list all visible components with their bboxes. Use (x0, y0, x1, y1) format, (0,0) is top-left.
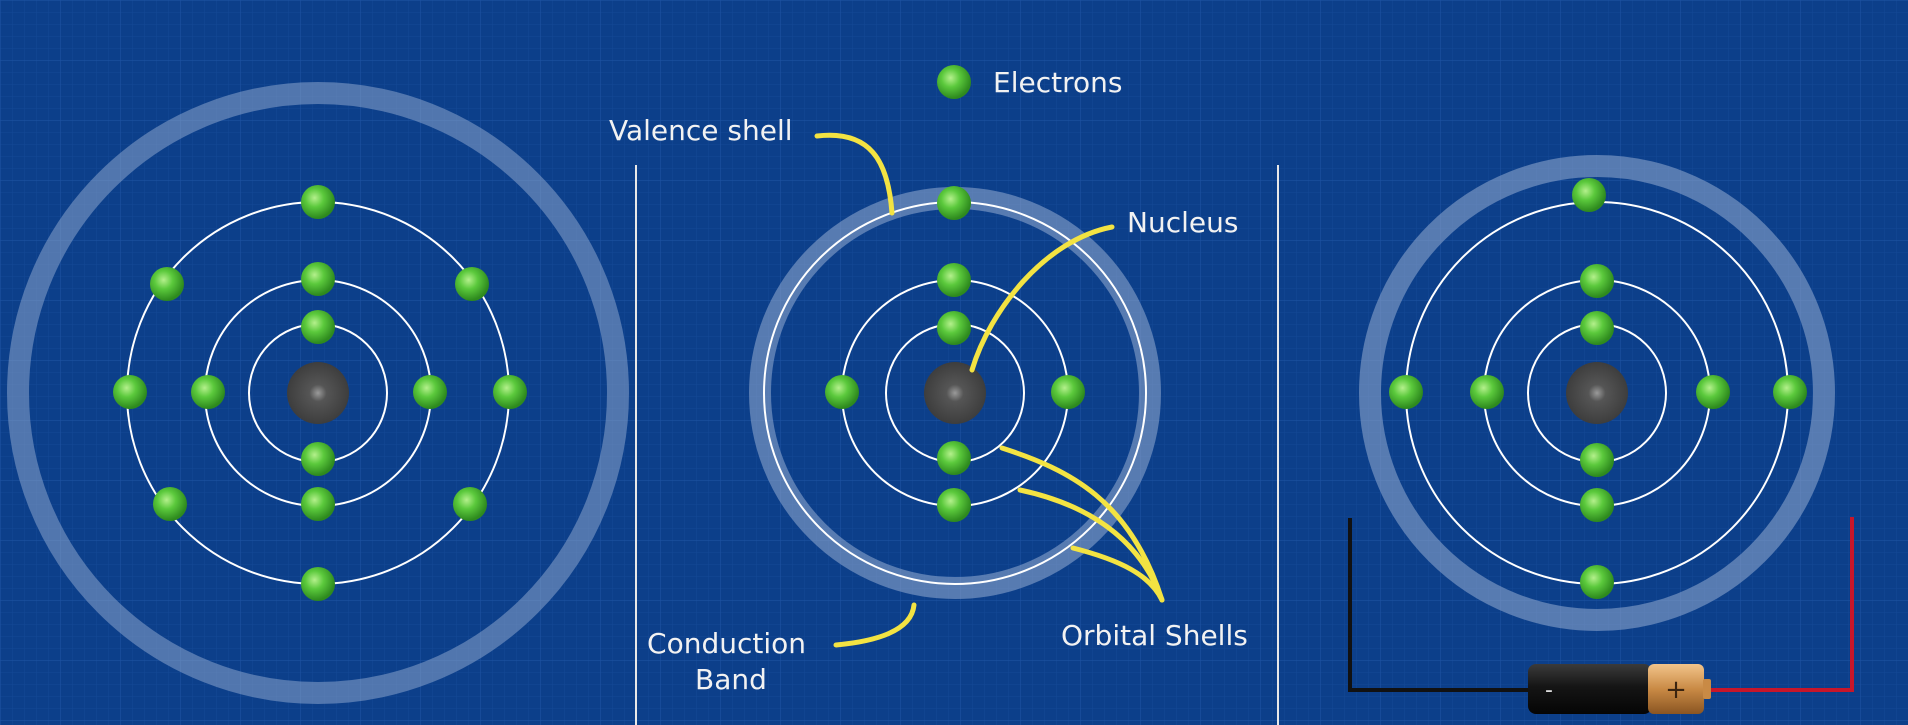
battery-body (1528, 664, 1652, 714)
electron (1580, 443, 1614, 477)
conduction-band-label-line2: Band (695, 663, 767, 696)
orbital-shell-pointer-1 (999, 445, 1165, 603)
electron (825, 375, 859, 409)
electron (1696, 375, 1730, 409)
electron (1580, 565, 1614, 599)
electron (150, 267, 184, 301)
electron (413, 375, 447, 409)
nucleus-pointer (969, 224, 1115, 373)
electron (301, 185, 335, 219)
annotation-pointers (814, 132, 1165, 648)
electron (1572, 178, 1606, 212)
nucleus-left (287, 362, 349, 424)
orbital-shell-pointer-3 (1070, 545, 1165, 603)
electron (1580, 264, 1614, 298)
legend-electron-icon (937, 65, 971, 99)
conduction-band-label-line1: Conduction (647, 627, 806, 660)
atom-right (1359, 155, 1835, 631)
electron (937, 263, 971, 297)
valence-shell-pointer (814, 132, 895, 216)
electron (301, 442, 335, 476)
nucleus-middle (924, 362, 986, 424)
conduction-band-left (7, 82, 629, 704)
electron (301, 567, 335, 601)
electron (301, 310, 335, 344)
electron (301, 487, 335, 521)
nucleus-label: Nucleus (1127, 206, 1238, 239)
electron (455, 267, 489, 301)
electron (153, 487, 187, 521)
electron (1389, 375, 1423, 409)
conduction-band-label: Conduction Band (647, 627, 815, 696)
wire-positive (1708, 517, 1854, 692)
electron (493, 375, 527, 409)
orbital-shells-label: Orbital Shells (1061, 619, 1248, 652)
electron (937, 441, 971, 475)
electron (1051, 375, 1085, 409)
electron (1580, 488, 1614, 522)
nucleus-right (1566, 362, 1628, 424)
electron (1773, 375, 1807, 409)
valence-shell-label: Valence shell (609, 114, 793, 147)
battery-cap (1648, 664, 1704, 714)
atom-left (7, 82, 629, 704)
electron (1580, 311, 1614, 345)
electron (937, 488, 971, 522)
electron (937, 186, 971, 220)
electron (453, 487, 487, 521)
conduction-band-right (1359, 155, 1835, 631)
wire-negative (1348, 518, 1535, 692)
battery-circuit: - + (1348, 517, 1854, 714)
battery-negative-sign: - (1545, 678, 1553, 703)
battery-icon: - + (1528, 664, 1711, 714)
conduction-band-pointer (833, 602, 917, 648)
legend-electrons-label: Electrons (993, 66, 1122, 99)
electron (937, 311, 971, 345)
battery-terminal (1703, 679, 1711, 699)
electron (1470, 375, 1504, 409)
atom-middle (749, 186, 1161, 599)
electron (113, 375, 147, 409)
electron (301, 262, 335, 296)
orbital-shell-pointer-2 (1017, 487, 1165, 603)
legend: Electrons (937, 65, 1122, 99)
electron (191, 375, 225, 409)
battery-positive-sign: + (1665, 675, 1687, 705)
